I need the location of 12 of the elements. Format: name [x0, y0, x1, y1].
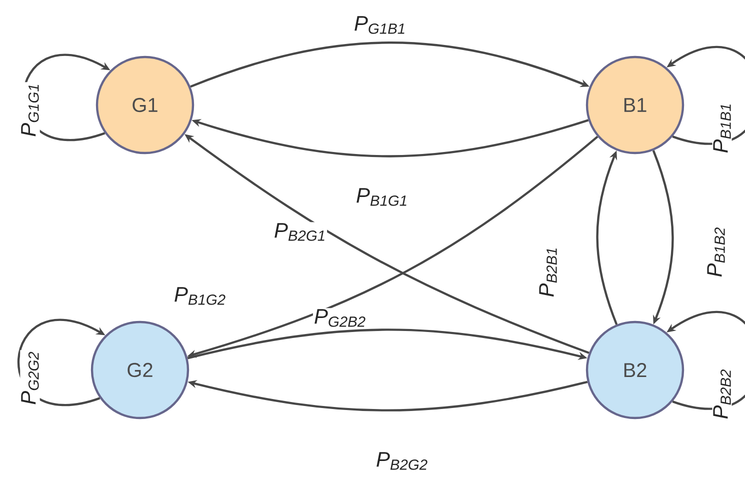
edge-label: P$_{B2B2}$: [712, 368, 732, 420]
edge-label: P$_{B2B1}$: [538, 246, 558, 298]
edge-label: P$_{B1G1}$: [354, 187, 410, 207]
edge-label: P$_{B2G1}$: [272, 222, 328, 242]
edge-label: P$_{B2G2}$: [374, 451, 430, 471]
edge-label: P$_{G2G2}$: [20, 350, 40, 406]
edge-label: P$_{B1B1}$: [712, 102, 732, 154]
edge-label: P$_{B1G2}$: [172, 286, 228, 306]
edge-label: P$_{G2B2}$: [312, 308, 368, 328]
edge-label: P$_{G1B1}$: [352, 15, 408, 35]
edge-label: P$_{G1G1}$: [20, 82, 40, 138]
edge-label: P$_{B1B2}$: [706, 226, 726, 278]
